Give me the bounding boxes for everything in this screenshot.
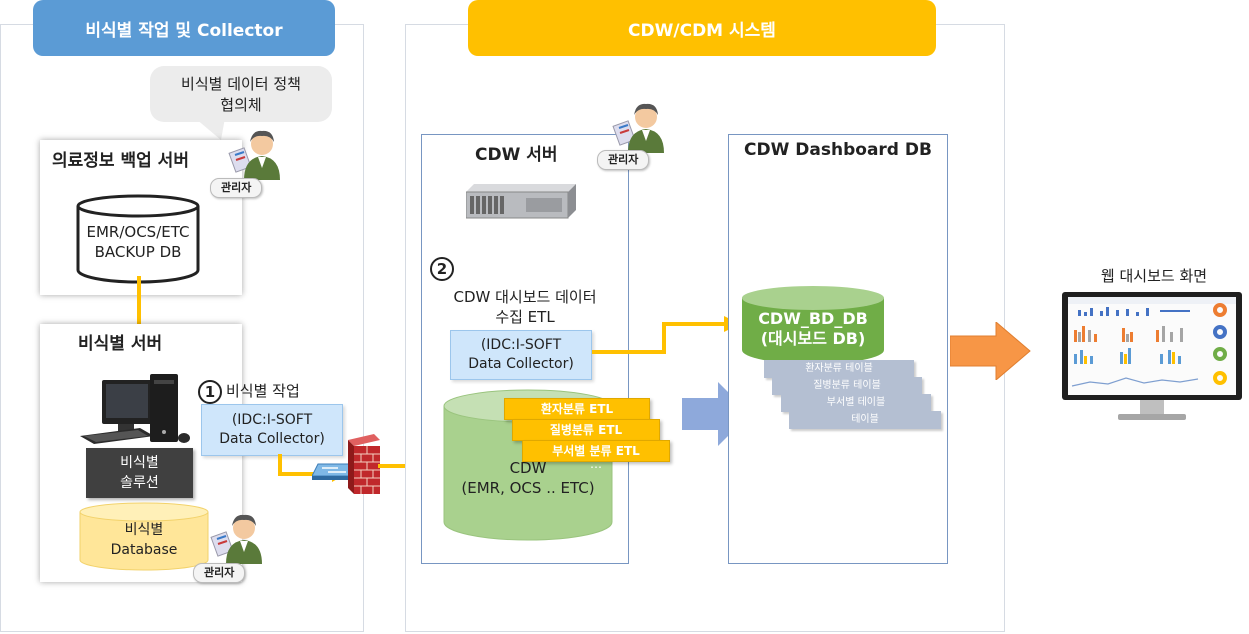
dashboard-to-web-arrow xyxy=(950,322,1031,380)
cdw-db-line-2: (EMR, OCS .. ETC) xyxy=(461,479,595,497)
backup-server-title: 의료정보 백업 서버 xyxy=(52,151,189,171)
cdw-data-collector-box: (IDC:I-SOFT Data Collector) xyxy=(450,330,592,380)
dashboard-db-line-1: CDW_BD_DB xyxy=(758,309,868,328)
middle-section-header: CDW/CDM 시스템 xyxy=(468,0,936,56)
deid-solution-line-2: 솔루션 xyxy=(120,475,159,491)
deid-solution-line-1: 비식별 xyxy=(120,455,159,471)
backup-db-line-1: EMR/OCS/ETC xyxy=(86,223,190,241)
etl-more-ellipsis: … xyxy=(590,457,602,471)
speech-line-1: 비식별 데이터 정책 xyxy=(181,75,301,93)
firewall-icon xyxy=(348,434,380,494)
admin-person-icon xyxy=(210,514,262,564)
collector-to-dashboard-arrow xyxy=(592,316,740,354)
rack-server-icon xyxy=(466,184,576,219)
left-section-header: 비식별 작업 및 Collector xyxy=(33,0,335,56)
speech-line-2: 협의체 xyxy=(220,96,262,114)
admin-label-backup: 관리자 xyxy=(210,178,263,198)
table-item: 질병분류 테이블 xyxy=(772,377,922,395)
collector-line-2: Data Collector) xyxy=(468,356,574,372)
deid-solution-box xyxy=(86,448,193,498)
cdw-server-title: CDW 서버 xyxy=(475,145,558,165)
step-2-line-2: 수집 ETL xyxy=(495,308,555,326)
table-item: 테이블 xyxy=(789,411,941,429)
speech-bubble-tail xyxy=(195,118,225,140)
backup-db-line-2: BACKUP DB xyxy=(94,243,182,261)
etl-item: 부서별 분류 ETL xyxy=(522,440,670,462)
admin-person-icon xyxy=(228,130,280,180)
admin-label-cdw: 관리자 xyxy=(597,150,650,170)
step-2-line-1: CDW 대시보드 데이터 xyxy=(453,288,597,306)
etl-item: 환자분류 ETL xyxy=(504,398,650,420)
dashboard-db-title: CDW Dashboard DB xyxy=(744,140,932,160)
computer-workstation-icon xyxy=(80,374,190,444)
admin-label-deid: 관리자 xyxy=(193,563,246,583)
cdw-db-line-1: CDW xyxy=(509,459,547,477)
table-item: 환자분류 테이블 xyxy=(764,360,914,378)
left-data-collector-box: (IDC:I-SOFT Data Collector) xyxy=(201,404,343,456)
dashboard-database-icon xyxy=(742,286,884,364)
etl-item: 질병분류 ETL xyxy=(512,419,660,441)
backup-database-icon xyxy=(76,194,200,284)
collector-line-1: (IDC:I-SOFT xyxy=(231,412,313,428)
table-item: 부서별 테이블 xyxy=(781,394,931,412)
collector-line-2: Data Collector) xyxy=(219,431,325,447)
web-dashboard-monitor-icon xyxy=(1062,292,1242,420)
admin-person-icon xyxy=(612,103,664,153)
deid-db-line-2: Database xyxy=(110,542,178,558)
collector-line-1: (IDC:I-SOFT xyxy=(480,337,562,353)
dashboard-db-line-2: (대시보드 DB) xyxy=(760,329,866,348)
deid-db-line-1: 비식별 xyxy=(124,522,164,538)
policy-speech-bubble xyxy=(150,66,332,122)
step-1-label: 비식별 작업 xyxy=(226,382,300,400)
deid-server-title: 비식별 서버 xyxy=(78,334,163,354)
step-1-number: 1 xyxy=(198,380,222,404)
web-dashboard-title: 웹 대시보드 화면 xyxy=(1100,267,1208,285)
step-2-number: 2 xyxy=(430,257,454,281)
